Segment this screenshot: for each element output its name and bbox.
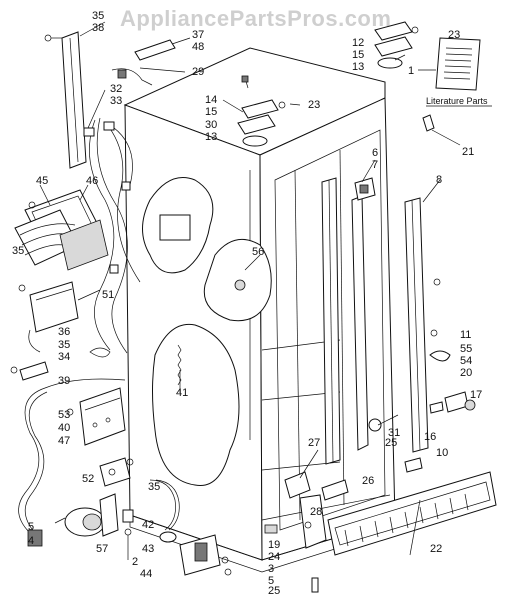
clip-39 <box>10 347 111 381</box>
callout-25: 25 <box>385 437 397 449</box>
callout-28: 28 <box>310 506 322 518</box>
callout-37: 37 <box>192 29 204 41</box>
callout-52: 52 <box>82 473 94 485</box>
callout-15b: 15 <box>205 106 217 118</box>
callout-46: 46 <box>86 175 98 187</box>
relay-box <box>66 387 126 446</box>
callout-13: 13 <box>352 61 364 73</box>
callout-44: 44 <box>140 568 152 580</box>
callout-43: 43 <box>142 543 154 555</box>
callout-13b: 13 <box>205 131 217 143</box>
callout-14: 14 <box>205 94 217 106</box>
callout-56: 56 <box>252 246 264 258</box>
control-panel-51 <box>18 281 79 353</box>
callout-11: 11 <box>460 329 471 341</box>
callout-7: 7 <box>372 159 378 171</box>
callout-labels: 35 38 37 48 29 23 12 15 13 1 32 33 14 15… <box>12 10 482 597</box>
callout-36: 36 <box>58 326 70 338</box>
callout-1: 1 <box>408 65 414 77</box>
literature-parts: Literature Parts <box>426 37 492 107</box>
hinge-top-right <box>374 21 419 69</box>
wire-harness <box>83 117 141 354</box>
bottom-hinge <box>264 471 349 549</box>
callout-32: 32 <box>110 83 122 95</box>
callout-15: 15 <box>352 49 364 61</box>
callout-33: 33 <box>110 95 122 107</box>
callout-8: 8 <box>436 174 442 186</box>
right-trim <box>404 197 429 453</box>
callout-51: 51 <box>102 289 114 301</box>
callout-40: 40 <box>58 422 70 434</box>
callout-10: 10 <box>436 447 448 459</box>
callout-2: 2 <box>132 556 138 568</box>
callout-53: 53 <box>58 409 70 421</box>
callout-38: 38 <box>92 22 104 34</box>
side-trim-bar <box>44 31 87 169</box>
bracket-37 <box>111 39 176 86</box>
callout-17: 17 <box>470 389 482 401</box>
callout-48: 48 <box>192 41 204 53</box>
literature-label: Literature Parts <box>426 96 488 106</box>
water-valve <box>179 534 232 576</box>
bracket-57 <box>99 493 119 537</box>
drain-heater-assembly <box>14 189 109 271</box>
callout-57: 57 <box>96 543 108 555</box>
roller-17 <box>429 391 476 414</box>
callout-3: 3 <box>268 563 274 575</box>
callout-42: 42 <box>142 519 154 531</box>
callout-12: 12 <box>352 37 364 49</box>
callout-35: 35 <box>92 10 104 22</box>
callout-4: 4 <box>28 535 34 547</box>
drain-tube <box>122 479 180 560</box>
callout-27: 27 <box>308 437 320 449</box>
power-cord <box>18 378 126 547</box>
lower-hinge-parts <box>429 278 451 362</box>
center-mullion <box>351 177 382 451</box>
callout-24: 24 <box>268 551 280 563</box>
callout-5b: 5 <box>268 575 274 587</box>
callout-35b: 35 <box>12 245 24 257</box>
callout-23b: 23 <box>308 99 320 111</box>
callout-34: 34 <box>58 351 70 363</box>
callout-26: 26 <box>362 475 374 487</box>
watermark: AppliancePartsPros.com <box>120 6 391 31</box>
leader-lines <box>39 21 461 556</box>
callout-35c: 35 <box>58 339 70 351</box>
callout-19: 19 <box>268 539 280 551</box>
callout-5: 5 <box>28 521 34 533</box>
callout-29: 29 <box>192 66 204 78</box>
screw-25 <box>311 577 319 593</box>
cabinet-cutaways <box>142 177 272 487</box>
callout-47: 47 <box>58 435 70 447</box>
callout-41: 41 <box>176 387 188 399</box>
part-10 <box>404 457 423 473</box>
callout-25b: 25 <box>268 585 280 597</box>
motor-4 <box>54 507 106 537</box>
callout-30: 30 <box>205 119 217 131</box>
callout-21: 21 <box>462 146 474 158</box>
mullion-bar <box>321 177 341 465</box>
callout-22: 22 <box>430 543 442 555</box>
callout-23: 23 <box>448 29 460 41</box>
callout-31: 31 <box>388 427 400 439</box>
callout-54: 54 <box>460 355 472 367</box>
part-21 <box>422 114 435 132</box>
callout-16: 16 <box>424 431 436 443</box>
hinge-top-center <box>237 75 286 147</box>
callout-45: 45 <box>36 175 48 187</box>
callout-20: 20 <box>460 367 472 379</box>
callout-39: 39 <box>58 375 70 387</box>
callout-55: 55 <box>460 343 472 355</box>
callout-6: 6 <box>372 147 378 159</box>
clamp-52 <box>99 457 134 487</box>
callout-35d: 35 <box>148 481 160 493</box>
toe-grille <box>327 471 497 556</box>
